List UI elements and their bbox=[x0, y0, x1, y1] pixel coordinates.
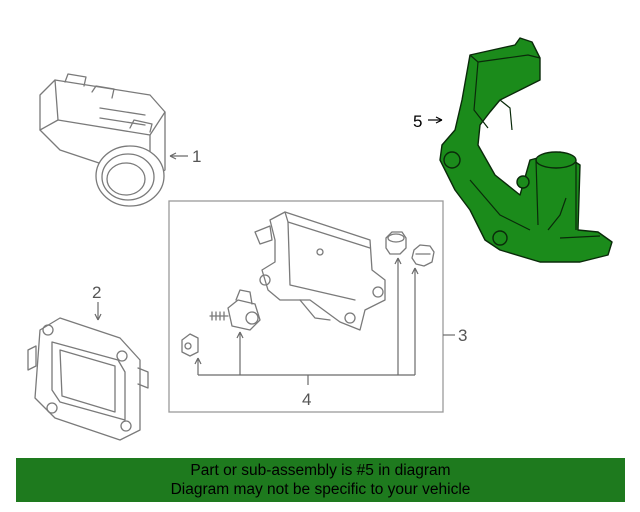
part-4-bolt-a[interactable] bbox=[385, 231, 407, 255]
banner-line-1: Part or sub-assembly is #5 in diagram bbox=[190, 462, 451, 479]
leader-1-arrow bbox=[169, 152, 177, 160]
leader-4-tree bbox=[194, 257, 419, 385]
part-4-connector[interactable] bbox=[181, 289, 261, 357]
callout-3: 3 bbox=[458, 326, 467, 345]
callout-2: 2 bbox=[92, 283, 101, 302]
part-5-highlighted-bracket[interactable] bbox=[439, 37, 613, 263]
info-banner: Part or sub-assembly is #5 in diagram Di… bbox=[16, 458, 625, 502]
callout-5: 5 bbox=[413, 112, 422, 131]
part-3-bracket[interactable] bbox=[254, 211, 386, 331]
callout-1: 1 bbox=[192, 147, 201, 166]
part-2-control-module[interactable] bbox=[27, 317, 149, 441]
assembly-3-box bbox=[168, 200, 444, 413]
callout-4: 4 bbox=[302, 390, 311, 409]
leader-2-arrow bbox=[94, 313, 102, 321]
part-4-bolt-b[interactable] bbox=[411, 244, 435, 267]
leader-5-arrow bbox=[435, 116, 443, 124]
banner-line-2: Diagram may not be specific to your vehi… bbox=[170, 481, 471, 498]
part-1-parking-sensor[interactable] bbox=[39, 73, 166, 207]
parts-diagram: 1 2 3 bbox=[27, 37, 613, 441]
